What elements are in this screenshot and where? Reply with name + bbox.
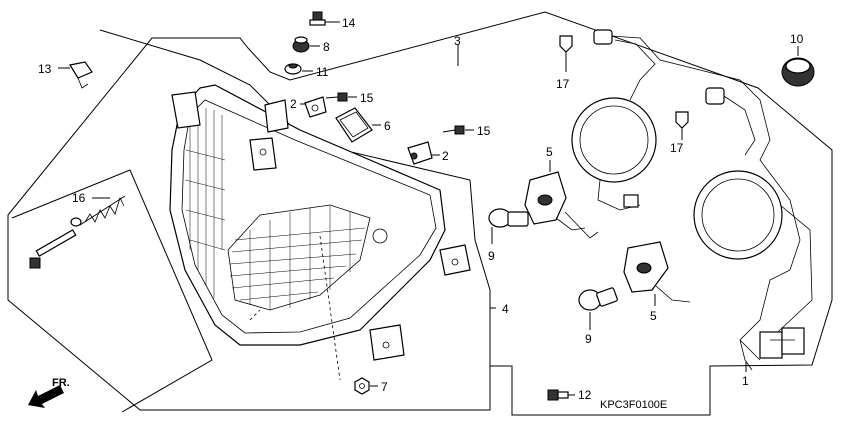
label-5-lower: 5 [650,309,657,323]
label-2-upper: 2 [290,97,297,111]
label-10: 10 [790,32,804,46]
wire-harness-1 [571,35,813,371]
left-bracket-outline [11,169,213,413]
assembly-outline [7,11,833,416]
label-2-lower: 2 [442,149,449,163]
label-15-lower: 15 [477,124,491,138]
label-6: 6 [384,119,391,133]
label-12: 12 [578,388,592,402]
label-15-upper: 15 [360,91,374,105]
label-4: 4 [502,302,509,316]
small-bulb-17-lower [675,111,689,140]
collar-11 [284,63,302,75]
grommet-8 [292,36,310,53]
nut-7 [354,377,370,395]
label-7: 7 [381,380,388,394]
cushion-6 [335,107,373,143]
label-9-lower: 9 [585,332,592,346]
label-13: 13 [38,62,52,76]
label-1: 1 [742,374,749,388]
screw-12 [547,389,569,401]
label-11: 11 [316,65,329,79]
label-8: 8 [323,40,330,54]
clip-2-upper [304,96,327,118]
label-17-lower: 17 [670,141,684,155]
screw-15-lower [442,125,465,135]
clip-13 [69,61,93,89]
screw-spring-16 [29,195,126,269]
screw-14 [309,11,326,26]
front-direction-arrow [28,385,64,408]
label-9-upper: 9 [488,249,495,263]
diagram-code: KPC3F0100E [600,399,667,411]
label-5-upper: 5 [546,145,553,159]
front-direction-label: FR. [52,377,70,389]
screw-15-upper [325,92,348,102]
bulb-9-upper [488,208,529,228]
label-17-upper: 17 [556,77,570,91]
headlight-housing [169,84,471,361]
socket-5-lower [623,241,691,303]
socket-5-upper [524,171,599,239]
small-bulb-17-upper [559,35,573,72]
grommet-10 [781,57,815,87]
label-16: 16 [72,191,86,205]
label-14: 14 [342,16,356,30]
clip-2-lower [407,141,433,165]
label-3: 3 [454,34,461,48]
bulb-9-lower [578,287,618,311]
